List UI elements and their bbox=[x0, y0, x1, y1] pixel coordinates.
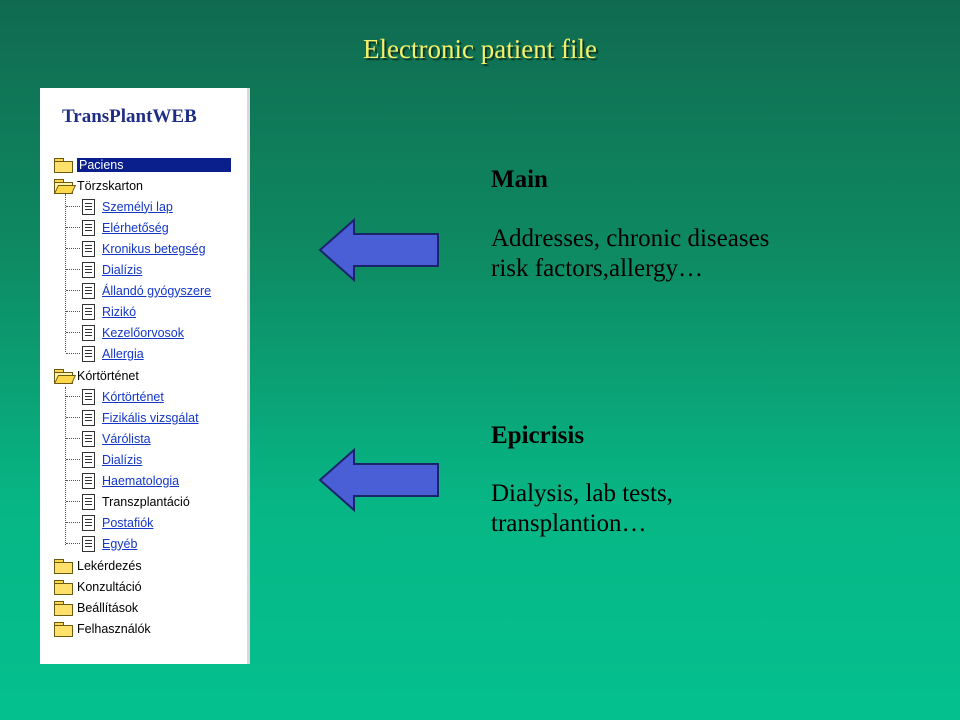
tree-link[interactable]: Postafiók bbox=[102, 515, 154, 530]
document-icon bbox=[82, 345, 95, 362]
document-icon bbox=[82, 282, 95, 299]
slide-title: Electronic patient file bbox=[363, 34, 597, 64]
tree-item-felhasznalok[interactable]: Felhasználók bbox=[54, 619, 151, 638]
tree-link[interactable]: Dialízis bbox=[102, 262, 143, 277]
document-icon bbox=[82, 472, 95, 489]
tree-item-kezeloorvosok[interactable]: Kezelőorvosok bbox=[66, 323, 184, 342]
tree-item-allergia[interactable]: Allergia bbox=[66, 344, 144, 363]
tree-item-label: Konzultáció bbox=[77, 579, 142, 594]
tree-item-label: Kórtörténet bbox=[77, 368, 139, 383]
tree-link[interactable]: Haematologia bbox=[102, 473, 180, 488]
tree-item-kortortenet-folder[interactable]: Kórtörténet bbox=[53, 366, 139, 385]
document-icon bbox=[82, 303, 95, 320]
tree-item-haematologia[interactable]: Haematologia bbox=[66, 471, 180, 490]
document-icon bbox=[82, 430, 95, 447]
document-icon bbox=[82, 240, 95, 257]
tree-item-label: Felhasználók bbox=[77, 621, 151, 636]
open-folder-icon bbox=[53, 368, 77, 384]
tree-item-varolista[interactable]: Várólista bbox=[66, 429, 151, 448]
tree-item-transzplantacio[interactable]: Transzplantáció bbox=[66, 492, 190, 511]
tree-item-dializis[interactable]: Dialízis bbox=[66, 260, 143, 279]
tree-item-label[interactable]: Transzplantáció bbox=[102, 494, 190, 509]
document-icon bbox=[82, 388, 95, 405]
tree-panel: TransPlantWEB Paciens Törzskarton Személ… bbox=[40, 88, 250, 664]
tree-item-paciens[interactable]: Paciens bbox=[54, 155, 231, 174]
tree-link[interactable]: Elérhetőség bbox=[102, 220, 169, 235]
open-folder-icon bbox=[53, 178, 77, 194]
tree-item-konzultacio[interactable]: Konzultáció bbox=[54, 577, 142, 596]
tree-item-fizikalis-vizsgalat[interactable]: Fizikális vizsgálat bbox=[66, 408, 199, 427]
folder-icon bbox=[54, 579, 73, 595]
document-icon bbox=[82, 324, 95, 341]
left-arrow-icon bbox=[318, 218, 439, 282]
tree-connector bbox=[65, 194, 66, 352]
left-arrow-icon bbox=[318, 448, 439, 512]
main-heading: Main bbox=[491, 166, 548, 193]
tree-link[interactable]: Rizikó bbox=[102, 304, 137, 319]
tree-item-kortortenet[interactable]: Kórtörténet bbox=[66, 387, 164, 406]
document-icon bbox=[82, 409, 95, 426]
document-icon bbox=[82, 451, 95, 468]
tree-link[interactable]: Egyéb bbox=[102, 536, 138, 551]
document-icon bbox=[82, 493, 95, 510]
main-description: Addresses, chronic diseases risk factors… bbox=[491, 224, 891, 284]
epicrisis-line-2: transplantion… bbox=[491, 510, 647, 537]
epicrisis-description: Dialysis, lab tests, transplantion… bbox=[491, 479, 891, 539]
tree-item-dializis-2[interactable]: Dialízis bbox=[66, 450, 143, 469]
tree-link[interactable]: Allergia bbox=[102, 346, 144, 361]
tree-item-label: Lekérdezés bbox=[77, 558, 142, 573]
main-line-1: Addresses, chronic diseases bbox=[491, 225, 770, 252]
tree-link[interactable]: Dialízis bbox=[102, 452, 143, 467]
tree-link[interactable]: Kronikus betegség bbox=[102, 241, 206, 256]
folder-icon bbox=[54, 621, 73, 637]
tree-item-riziko[interactable]: Rizikó bbox=[66, 302, 137, 321]
folder-icon bbox=[54, 157, 73, 173]
document-icon bbox=[82, 219, 95, 236]
epicrisis-line-1: Dialysis, lab tests, bbox=[491, 480, 673, 507]
tree-item-egyeb[interactable]: Egyéb bbox=[66, 534, 138, 553]
document-icon bbox=[82, 261, 95, 278]
tree-connector bbox=[65, 387, 66, 545]
tree-link[interactable]: Állandó gyógyszere bbox=[102, 283, 212, 298]
tree-link[interactable]: Kórtörténet bbox=[102, 389, 164, 404]
document-icon bbox=[82, 198, 95, 215]
epicrisis-heading: Epicrisis bbox=[491, 422, 585, 449]
tree-item-lekerdezes[interactable]: Lekérdezés bbox=[54, 556, 142, 575]
folder-icon bbox=[54, 600, 73, 616]
main-line-2: risk factors,allergy… bbox=[491, 255, 703, 282]
tree-item-torzskarton[interactable]: Törzskarton bbox=[53, 176, 143, 195]
document-icon bbox=[82, 535, 95, 552]
tree-link[interactable]: Személyi lap bbox=[102, 199, 173, 214]
folder-icon bbox=[54, 558, 73, 574]
tree-link[interactable]: Kezelőorvosok bbox=[102, 325, 184, 340]
tree-item-postafiok[interactable]: Postafiók bbox=[66, 513, 154, 532]
tree-item-elerhetoseg[interactable]: Elérhetőség bbox=[66, 218, 169, 237]
tree-item-allando-gyogyszere[interactable]: Állandó gyógyszere bbox=[66, 281, 212, 300]
tree-item-beallitasok[interactable]: Beállítások bbox=[54, 598, 138, 617]
tree-link[interactable]: Várólista bbox=[102, 431, 151, 446]
tree-item-label: Beállítások bbox=[77, 600, 139, 615]
document-icon bbox=[82, 514, 95, 531]
tree-item-szemelyi-lap[interactable]: Személyi lap bbox=[66, 197, 173, 216]
app-title: TransPlantWEB bbox=[62, 106, 197, 127]
tree-item-label: Törzskarton bbox=[77, 178, 143, 193]
tree-link[interactable]: Fizikális vizsgálat bbox=[102, 410, 199, 425]
tree-item-label: Paciens bbox=[77, 157, 231, 172]
tree-item-kronikus-betegseg[interactable]: Kronikus betegség bbox=[66, 239, 206, 258]
